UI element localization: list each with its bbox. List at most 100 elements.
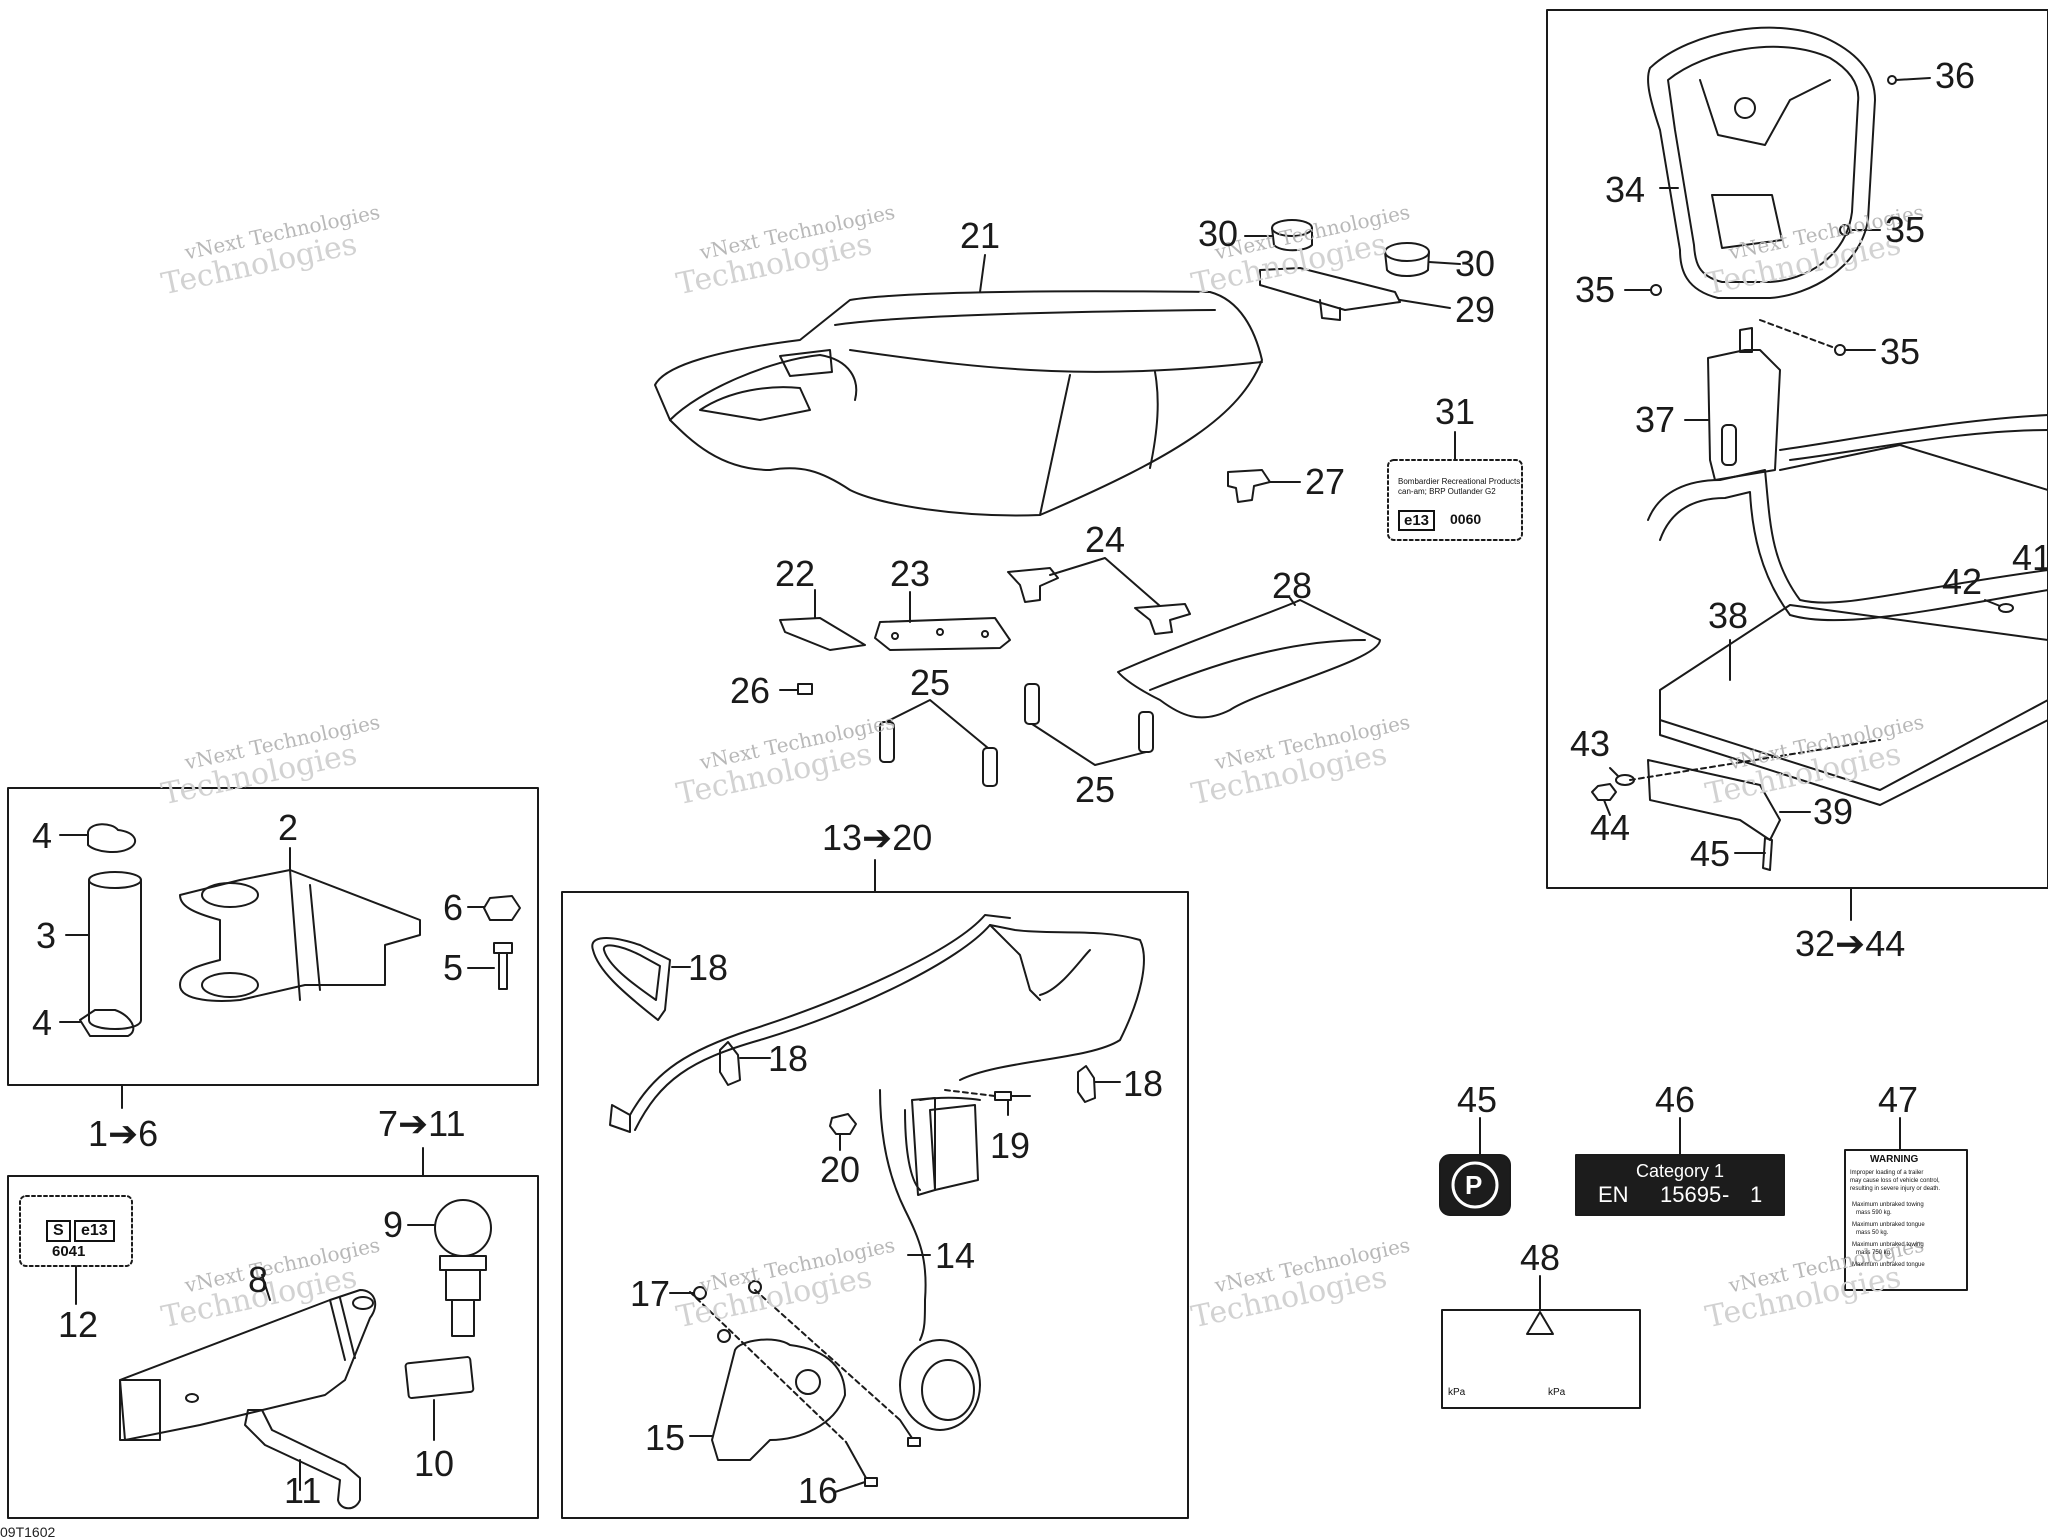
callout-10: 10: [414, 1443, 455, 1484]
decal-46-dash: -: [1722, 1182, 1730, 1207]
nut-part-17: [669, 1280, 762, 1343]
clip-part-44: [1734, 837, 1773, 871]
frame-group-7-11: [7, 1175, 539, 1519]
callout-30: 30: [1455, 243, 1496, 284]
bolt-part-19: [944, 1089, 1031, 1116]
group-label-7-11: 7➔11: [378, 1103, 466, 1144]
callout-2: 2: [278, 807, 299, 848]
callout-43: 44: [1590, 807, 1631, 848]
hitch-part-2: [179, 847, 421, 1002]
callout-19: 19: [990, 1125, 1031, 1166]
pin-part-3: [65, 871, 142, 1030]
group-label-32-44: 32➔44: [1795, 923, 1906, 964]
plate-part-23: [874, 591, 1011, 651]
callout-30: 30: [1198, 213, 1239, 254]
decal-47-b2: Maximum unbraked tongue: [1852, 1222, 1925, 1228]
decal-46-title: Category 1: [1636, 1161, 1725, 1181]
callout-47: 47: [1878, 1079, 1919, 1120]
callout-12: 12: [58, 1304, 99, 1345]
decal-31-number: 0060: [1450, 511, 1482, 527]
cap-part-30-right: [1384, 242, 1461, 277]
callout-48: 48: [1520, 1237, 1561, 1278]
callout-18: 18: [768, 1038, 809, 1079]
decal-47-line1: Improper loading of a trailer: [1850, 1170, 1924, 1176]
frame-group-1-6: [7, 787, 539, 1086]
callout-8: 8: [248, 1259, 269, 1300]
callout-20: 20: [820, 1149, 861, 1190]
screw-part-34: [1624, 224, 1881, 356]
bolt-part-5: [467, 942, 513, 990]
socket-part-14c: [899, 1299, 981, 1431]
decal-48-unit-left: kPa: [1448, 1387, 1466, 1398]
decal-part-47: [1844, 1149, 1968, 1291]
pin-part-11: [244, 1409, 361, 1510]
callout-34: 35: [1880, 331, 1921, 372]
decal-45-symbol: P: [1465, 1170, 1483, 1200]
nut-part-26: [779, 683, 813, 695]
bracket-part-29: [1259, 267, 1451, 321]
callout-37: 38: [1708, 595, 1749, 636]
decal-47-heading: WARNING: [1870, 1154, 1919, 1165]
callout-18: 18: [1123, 1063, 1164, 1104]
receiver-part-8: [119, 1274, 377, 1441]
callout-26: 26: [730, 670, 771, 711]
nut-part-6: [467, 895, 521, 921]
decal-47-line3: resulting in severe injury or death.: [1850, 1186, 1941, 1192]
callout-36: 36: [1935, 55, 1976, 96]
washer-part-41: [1984, 599, 2014, 613]
grommet-part-18c: [1077, 1065, 1121, 1103]
decal-47-b1b: mass 590 kg.: [1856, 1210, 1892, 1216]
callout-18: 18: [688, 947, 729, 988]
decal-31-line2: can-am; BRP Outlander G2: [1398, 487, 1496, 496]
decal-47-b3b: mass 750 kg.: [1856, 1250, 1892, 1256]
connector-part-14b: [911, 1097, 979, 1196]
plate-part-15: [689, 1338, 846, 1461]
nut-part-43: [1591, 783, 1617, 816]
screw-part-36: [1887, 75, 1931, 85]
clip-part-4-bottom: [59, 1009, 135, 1037]
callout-34: 35: [1885, 209, 1926, 250]
plate-part-37: [1659, 604, 2048, 806]
callout-38: 39: [1813, 791, 1854, 832]
callout-34: 35: [1575, 269, 1616, 310]
callout-31: 31: [1435, 391, 1476, 432]
clip-part-4-top: [59, 823, 137, 853]
callout-41: 42: [1942, 561, 1983, 602]
washer-part-42: [1609, 767, 1635, 786]
callout-39: 41: [2012, 537, 2048, 578]
callout-4: 4: [32, 815, 53, 856]
decal-48-unit-right: kPa: [1548, 1387, 1566, 1398]
decal-47-b4: Maximum unbraked tongue: [1852, 1262, 1925, 1268]
decal-31-line1: Bombardier Recreational Products: [1398, 477, 1521, 486]
callout-6: 6: [443, 887, 464, 928]
mirror-part-18: [591, 937, 691, 1021]
callout-25: 25: [910, 662, 951, 703]
nut-part-20: [829, 1113, 857, 1151]
seat-part-21: [654, 254, 1263, 517]
decal-31-code: e13: [1398, 510, 1436, 531]
ball-part-9: [407, 1199, 492, 1337]
callout-42: 43: [1570, 723, 1611, 764]
decal-47-line2: may cause loss of vehicle control,: [1850, 1178, 1940, 1184]
callout-25: 25: [1075, 769, 1116, 810]
bracket-part-35: [1684, 327, 1781, 481]
spacer-part-25: [879, 683, 1154, 787]
callout-4: 4: [32, 1002, 53, 1043]
callout-14: 14: [935, 1235, 976, 1276]
callout-3: 3: [36, 915, 57, 956]
decal-part-46: [1575, 1154, 1785, 1216]
callout-44: 45: [1690, 833, 1731, 874]
grommet-part-18b: [719, 1041, 771, 1086]
callout-28: 28: [1272, 565, 1313, 606]
decal-12-box-e13: e13: [74, 1220, 115, 1242]
skid-part-28: [1117, 597, 1381, 719]
decal-part-48: [1441, 1309, 1641, 1409]
callout-22: 22: [775, 553, 816, 594]
callout-23: 23: [890, 553, 931, 594]
decal-part-12: [19, 1195, 133, 1305]
decal-47-b3: Maximum unbraked towing: [1852, 1242, 1924, 1248]
clip-part-27: [1227, 469, 1301, 503]
group-label-1-6: 1➔6: [88, 1113, 159, 1154]
drawing-code: 09T1602: [0, 1524, 56, 1540]
decal-46-standard: 15695: [1660, 1182, 1722, 1207]
